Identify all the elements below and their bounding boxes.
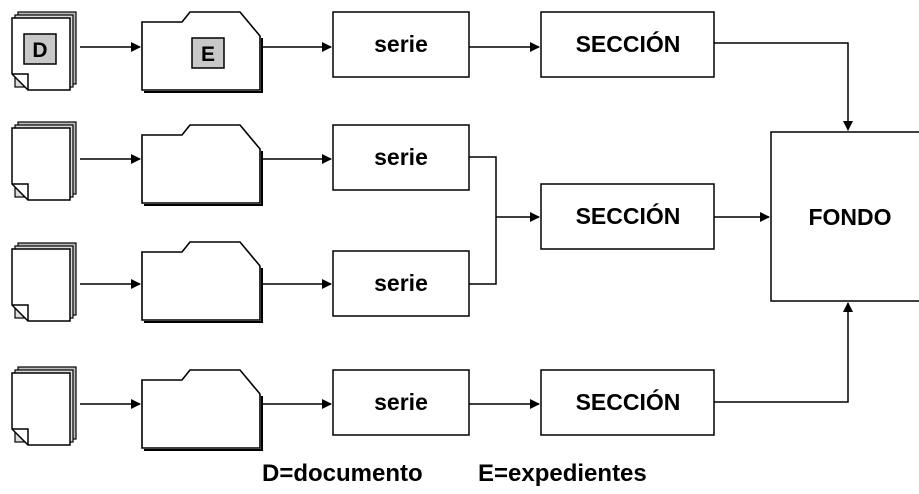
seccion-label: SECCIÓN: [576, 30, 681, 57]
folder-icon: [141, 124, 263, 206]
folder-badge-label: E: [201, 43, 215, 66]
folder-badge: [191, 37, 225, 69]
row-4: serie SECCIÓN: [11, 366, 715, 451]
legend: D=documento E=expedientes: [262, 460, 647, 487]
legend-folder: E=expedientes: [478, 460, 647, 487]
document-stack-icon: D: [11, 11, 77, 91]
seccion-box: [540, 183, 715, 250]
seccion-label: SECCIÓN: [576, 202, 681, 229]
row-3: serie: [11, 241, 470, 323]
fondo: FONDO: [714, 42, 919, 403]
row-2: serie: [11, 121, 470, 206]
merged-section: SECCIÓN: [469, 156, 770, 285]
serie-box: [332, 369, 470, 436]
connector: [469, 156, 497, 285]
serie-label: serie: [374, 144, 428, 170]
serie-box: [332, 250, 470, 317]
document-badge-label: D: [32, 39, 47, 62]
fondo-box: [770, 131, 919, 302]
document-stack-icon: [11, 242, 77, 322]
serie-label: serie: [374, 31, 428, 57]
seccion-box: [540, 369, 715, 436]
connector-top: [714, 42, 853, 131]
folder-icon: E: [141, 11, 263, 93]
document-stack-icon: [11, 366, 77, 446]
legend-document: D=documento: [262, 460, 423, 487]
serie-box: [332, 124, 470, 191]
serie-label: serie: [374, 270, 428, 296]
row-1: D E serie SECCIÓN: [11, 11, 715, 93]
connector-bottom: [714, 302, 853, 403]
serie-label: serie: [374, 389, 428, 415]
seccion-label: SECCIÓN: [576, 388, 681, 415]
serie-box: [332, 11, 470, 78]
folder-icon: [141, 369, 263, 451]
document-badge: [23, 33, 57, 65]
folder-icon: [141, 241, 263, 323]
document-stack-icon: [11, 121, 77, 201]
fondo-label: FONDO: [808, 204, 891, 230]
seccion-box: [540, 11, 715, 78]
